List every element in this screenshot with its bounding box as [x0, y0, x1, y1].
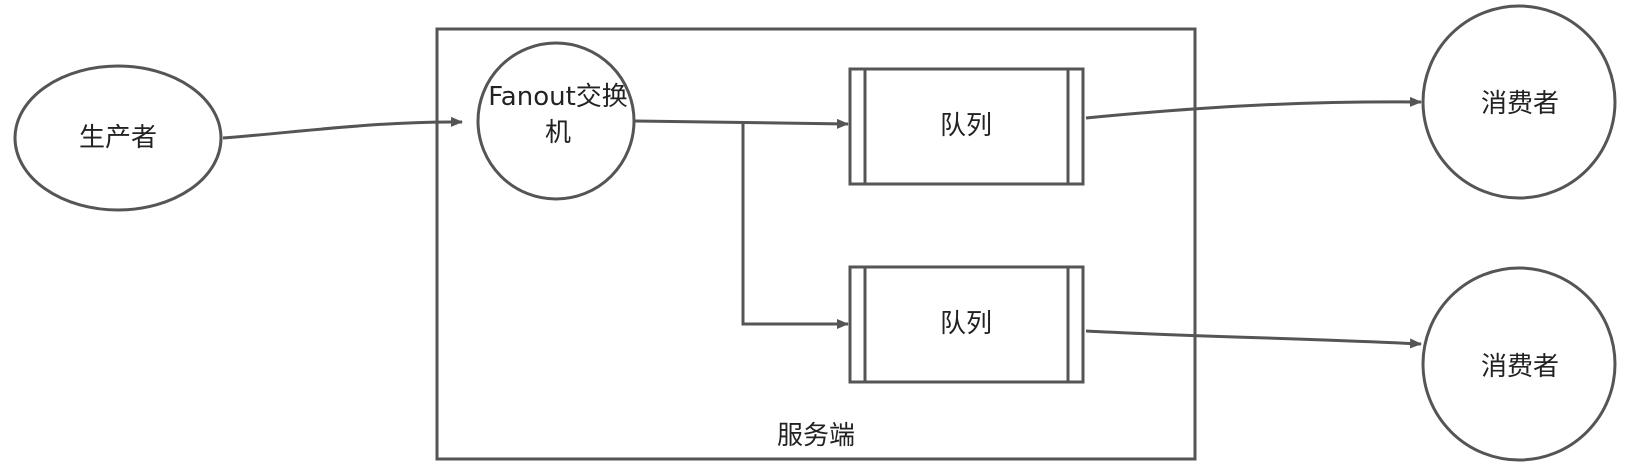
exchange-label: Fanout交换机	[488, 82, 628, 148]
queue-label-top: 队列	[939, 111, 992, 141]
consumer-node-top	[1421, 4, 1617, 200]
consumer-node-bottom	[1421, 266, 1617, 462]
server-container	[435, 27, 1197, 461]
queue-label-bottom: 队列	[939, 309, 992, 339]
exchange-node	[476, 41, 636, 201]
consumer-label-top: 消费者	[1480, 89, 1559, 119]
edge-exchange-to-queue-bottom	[741, 121, 849, 329]
edge-producer-to-exchange	[222, 116, 463, 140]
edge-queue-top-to-consumer	[1085, 96, 1422, 120]
consumer-label-bottom: 消费者	[1480, 352, 1559, 382]
producer-label: 生产者	[78, 123, 157, 153]
edge-queue-bottom-to-consumer	[1085, 329, 1422, 349]
producer-node	[13, 64, 223, 212]
server-label: 服务端	[776, 421, 855, 451]
queue-node-top	[848, 67, 1085, 186]
queue-node-bottom	[848, 265, 1085, 384]
